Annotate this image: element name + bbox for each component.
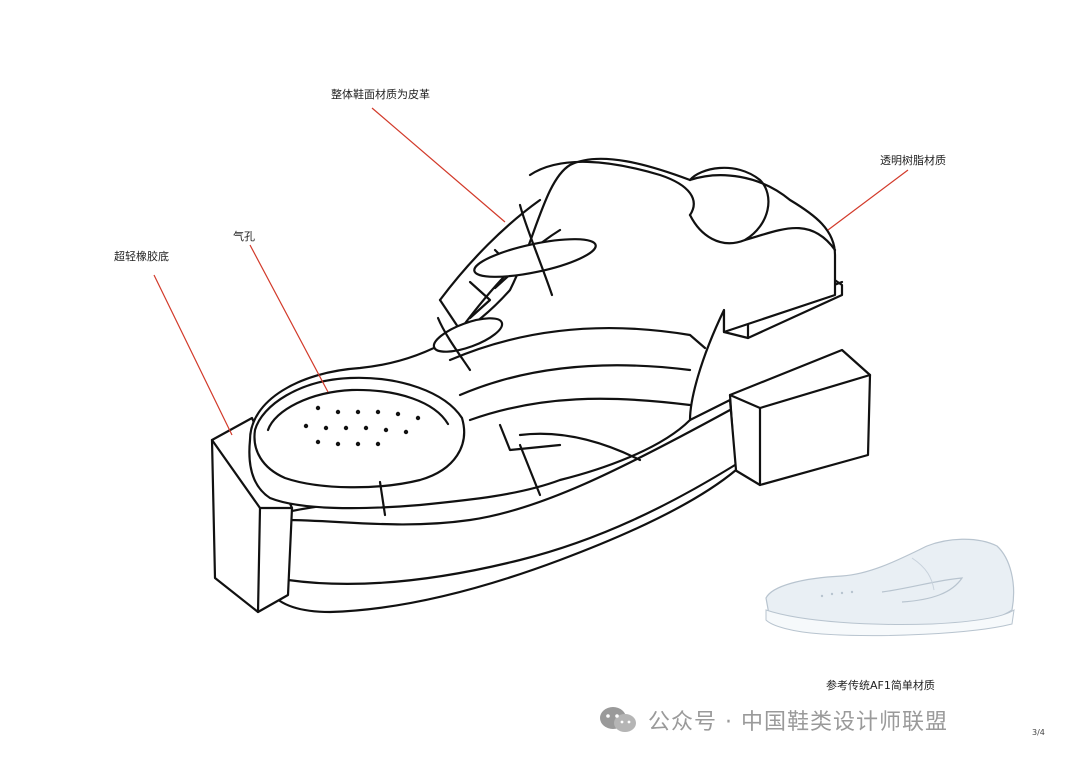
label-sole-material: 超轻橡胶底: [114, 250, 169, 263]
toe-cap: [253, 376, 466, 489]
leader-line-air-holes: [249, 244, 329, 393]
watermark-text: 公众号 · 中国鞋类设计师联盟: [648, 710, 948, 735]
heel-block: [728, 348, 872, 487]
label-heel-material: 透明树脂材质: [880, 154, 946, 167]
leader-line-heel: [827, 169, 909, 231]
leader-line-sole: [153, 274, 233, 436]
watermark: 公众号 · 中国鞋类设计师联盟: [598, 704, 948, 736]
page-number: 3/4: [1032, 728, 1045, 737]
reference-shoe-image: [765, 538, 1015, 637]
label-upper-material: 整体鞋面材质为皮革: [331, 88, 430, 101]
label-air-holes: 气孔: [233, 230, 255, 243]
lace-loop-1: [473, 238, 597, 278]
wechat-icon: [600, 707, 636, 732]
leader-line-upper: [371, 107, 506, 223]
reference-caption: 参考传统AF1简单材质: [826, 679, 935, 692]
air-holes: [303, 405, 421, 447]
